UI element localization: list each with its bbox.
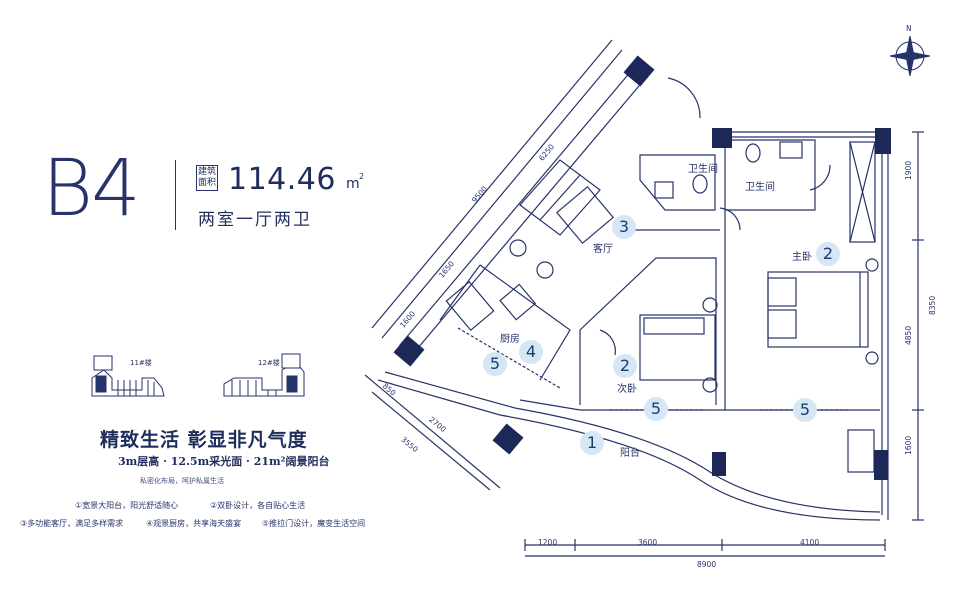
dim-bottom-total: 8900 — [697, 560, 717, 569]
area-unit: m — [346, 176, 360, 192]
room-balcony: 阳台 — [620, 448, 640, 459]
living-kitchen-wall — [479, 264, 571, 381]
bathroom-wall — [639, 154, 716, 211]
dim-right-1: 1900 — [904, 160, 913, 180]
dim-right-total: 8350 — [928, 295, 937, 315]
badge-second-bedroom: 2 — [613, 354, 637, 378]
feature-3: ③多功能客厅，满足多样需求 — [20, 519, 124, 528]
room-bath-2: 卫生间 — [745, 182, 775, 193]
room-kitchen: 厨房 — [500, 334, 520, 345]
compass-icon — [889, 35, 931, 77]
slogan: 精致生活 彰显非凡气度 — [100, 429, 308, 451]
badge-master-bedroom: 2 — [816, 242, 840, 266]
building-12-outline — [223, 353, 305, 397]
dim-bottom-3: 4100 — [800, 538, 820, 547]
room-second: 次卧 — [617, 384, 637, 395]
dim-right-3: 1600 — [904, 435, 913, 455]
outer-diagonal-wall — [399, 69, 645, 356]
building-12-label: 12#楼 — [258, 359, 280, 367]
building-keyplan — [91, 353, 305, 397]
room-living: 客厅 — [593, 244, 613, 255]
badge-kitchen: 4 — [519, 340, 543, 364]
compass-north-label: N — [906, 24, 912, 33]
feature-1: ①宽景大阳台，阳光舒适随心 — [75, 501, 179, 510]
badge-door-kitchen: 5 — [483, 352, 507, 376]
feature-5: ⑤推拉门设计，魔变生活空间 — [262, 519, 366, 528]
kitchen-counter — [445, 280, 495, 332]
dim-bottom-2: 3600 — [638, 538, 658, 547]
dim-right-2: 4850 — [904, 325, 913, 345]
second-bed — [639, 314, 716, 381]
badge-door-second: 5 — [644, 397, 668, 421]
second-bedroom-wall — [579, 257, 717, 405]
room-master: 主卧 — [792, 252, 812, 263]
badge-door-master: 5 — [793, 398, 817, 422]
area-unit-sup: 2 — [359, 172, 365, 181]
badge-balcony: 1 — [580, 431, 604, 455]
dim-bottom-1: 1200 — [538, 538, 558, 547]
room-bath-1: 卫生间 — [688, 164, 718, 175]
feature-2: ②双卧设计，各自贴心生活 — [210, 501, 306, 510]
feature-4: ④观景厨房，共享海天盛宴 — [146, 519, 242, 528]
balcony-curve — [377, 379, 881, 521]
wardrobe — [849, 141, 876, 243]
building-11-outline — [91, 355, 165, 397]
header-divider — [175, 160, 176, 230]
layout-type: 两室一厅两卫 — [198, 210, 312, 230]
specs-line: 3m层高 · 12.5m采光面 · 21m²阔景阳台 — [118, 455, 330, 468]
sofa — [519, 159, 601, 236]
area-value: 114.46 — [228, 162, 336, 197]
privacy-note: 私密化布局，呵护私属生活 — [140, 477, 224, 485]
building-11-label: 11#楼 — [130, 359, 152, 367]
unit-code: B4 — [42, 144, 141, 234]
structural-columns — [393, 55, 891, 480]
area-label: 建筑面积 — [196, 165, 218, 191]
badge-living: 3 — [612, 215, 636, 239]
